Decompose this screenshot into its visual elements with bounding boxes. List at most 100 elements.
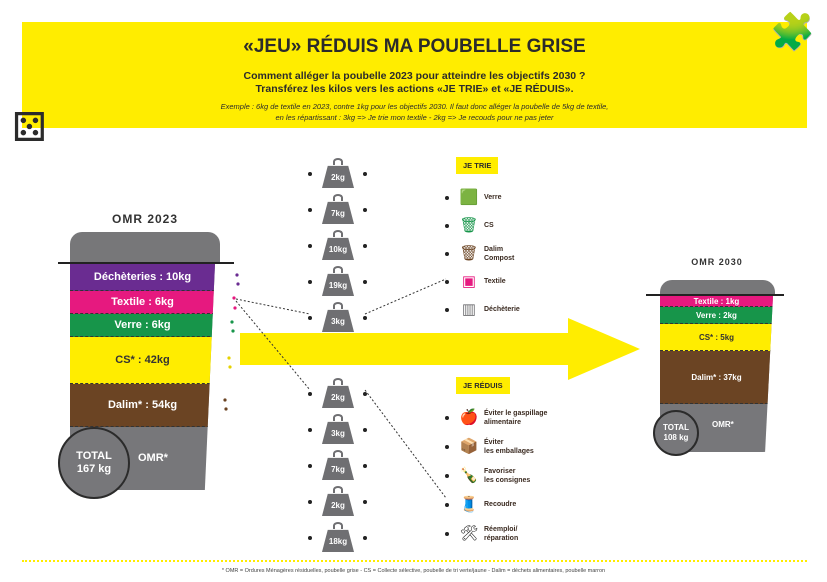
- drop-point[interactable]: [445, 416, 449, 420]
- example-line-2: en les répartissant : 3kg => Je trie mon…: [275, 113, 554, 122]
- weight-2kg[interactable]: 2kg: [322, 385, 354, 408]
- connector-3kg-textile: [364, 278, 447, 315]
- drop-point[interactable]: [308, 536, 312, 540]
- action-label: réparation: [484, 534, 519, 542]
- drop-point[interactable]: [445, 503, 449, 507]
- action-label: Verre: [484, 194, 502, 201]
- drop-point[interactable]: [445, 532, 449, 536]
- weight-handle: [333, 414, 343, 421]
- drop-point[interactable]: [363, 500, 367, 504]
- bin-2023-title: OMR 2023: [111, 212, 179, 226]
- action-label: Réemploi/: [484, 526, 518, 533]
- bin-2030-title: OMR 2030: [691, 257, 743, 267]
- weight-18kg[interactable]: 18kg: [322, 529, 354, 552]
- drop-point[interactable]: [445, 445, 449, 449]
- action-label: Favoriser: [484, 468, 516, 475]
- action-item[interactable]: Verre: [484, 194, 502, 203]
- drop-point[interactable]: [308, 208, 312, 212]
- drop-point[interactable]: [363, 280, 367, 284]
- drop-point[interactable]: [308, 280, 312, 284]
- drop-point[interactable]: [308, 392, 312, 396]
- tools-icon: 🛠: [459, 525, 479, 542]
- action-label: Compost: [484, 254, 515, 262]
- drop-point[interactable]: [363, 428, 367, 432]
- drop-point[interactable]: [363, 244, 367, 248]
- drop-point[interactable]: [363, 208, 367, 212]
- weight-7kg[interactable]: 7kg: [322, 457, 354, 480]
- action-label: Recoudre: [484, 501, 517, 508]
- action-item[interactable]: Réemploi/réparation: [484, 526, 518, 544]
- weight-handle: [333, 230, 343, 237]
- drop-point[interactable]: [363, 172, 367, 176]
- connector-2kg-recoudre: [364, 389, 447, 499]
- action-label: Textile: [484, 278, 506, 285]
- weight-handle: [333, 158, 343, 165]
- drop-point[interactable]: [363, 392, 367, 396]
- weight-handle: [333, 194, 343, 201]
- drop-point[interactable]: [308, 500, 312, 504]
- connector-textile-3kg: [235, 298, 311, 315]
- example-line-1: Exemple : 6kg de textile en 2023, contre…: [220, 102, 609, 111]
- weight-2kg[interactable]: 2kg: [322, 165, 354, 188]
- drop-point[interactable]: [445, 308, 449, 312]
- weight-handle: [333, 522, 343, 529]
- weight-3kg[interactable]: 3kg: [322, 309, 354, 332]
- drop-point[interactable]: [308, 244, 312, 248]
- cs-bin-icon: 🗑: [459, 217, 479, 234]
- drop-point[interactable]: [308, 172, 312, 176]
- bin-row: Verre : 6kg: [70, 314, 215, 337]
- weight-handle: [333, 450, 343, 457]
- weight-3kg[interactable]: 3kg: [322, 421, 354, 444]
- footer-divider: [22, 560, 807, 562]
- action-label: Dalim: [484, 246, 504, 253]
- dice-icon: ⚄: [12, 106, 47, 150]
- drop-point[interactable]: [308, 428, 312, 432]
- je-reduis-label: JE RÉDUIS: [456, 377, 510, 394]
- drop-point[interactable]: [445, 280, 449, 284]
- action-label: Déchèterie: [484, 306, 520, 313]
- weight-19kg[interactable]: 19kg: [322, 273, 354, 296]
- packaging-icon: 📦: [459, 438, 479, 455]
- bin-row: CS* : 42kg: [70, 337, 215, 384]
- drop-point[interactable]: [445, 474, 449, 478]
- question: Comment alléger la poubelle 2023 pour at…: [243, 70, 586, 82]
- drop-point[interactable]: [363, 536, 367, 540]
- action-item[interactable]: Recoudre: [484, 501, 516, 510]
- weight-handle: [333, 378, 343, 385]
- instruction: Transférez les kilos vers les actions «J…: [255, 83, 574, 95]
- drop-point[interactable]: [308, 464, 312, 468]
- action-item[interactable]: CS: [484, 222, 494, 231]
- drop-point[interactable]: [363, 316, 367, 320]
- drop-point[interactable]: [363, 464, 367, 468]
- weight-2kg[interactable]: 2kg: [322, 493, 354, 516]
- footnote: * OMR = Ordures Ménagères résiduelles, p…: [221, 568, 606, 574]
- action-label: Éviter le gaspillage: [484, 410, 548, 417]
- total-value: 108 kg: [663, 433, 689, 442]
- glass-bin-icon: 🟩: [459, 189, 479, 206]
- bin-row: Textile : 1kg: [660, 296, 773, 307]
- bin-2023-omr: OMR*: [138, 452, 168, 464]
- action-item[interactable]: Textile: [484, 278, 506, 287]
- action-item[interactable]: Déchèterie: [484, 306, 520, 315]
- bin-row: Textile : 6kg: [70, 291, 215, 314]
- drop-point[interactable]: [445, 252, 449, 256]
- weight-handle: [333, 486, 343, 493]
- bin-row: Verre : 2kg: [660, 307, 773, 324]
- drop-point[interactable]: [445, 196, 449, 200]
- action-label: CS: [484, 222, 494, 229]
- action-label: Éviter: [484, 439, 504, 446]
- total-label: TOTAL: [663, 423, 689, 433]
- weight-10kg[interactable]: 10kg: [322, 237, 354, 260]
- drop-point[interactable]: [308, 316, 312, 320]
- weight-7kg[interactable]: 7kg: [322, 201, 354, 224]
- drop-point[interactable]: [445, 224, 449, 228]
- bin-row: Déchèteries : 10kg: [70, 264, 215, 291]
- bin-row: Dalim* : 54kg: [70, 384, 215, 427]
- food-waste-icon: 🍎: [459, 409, 479, 426]
